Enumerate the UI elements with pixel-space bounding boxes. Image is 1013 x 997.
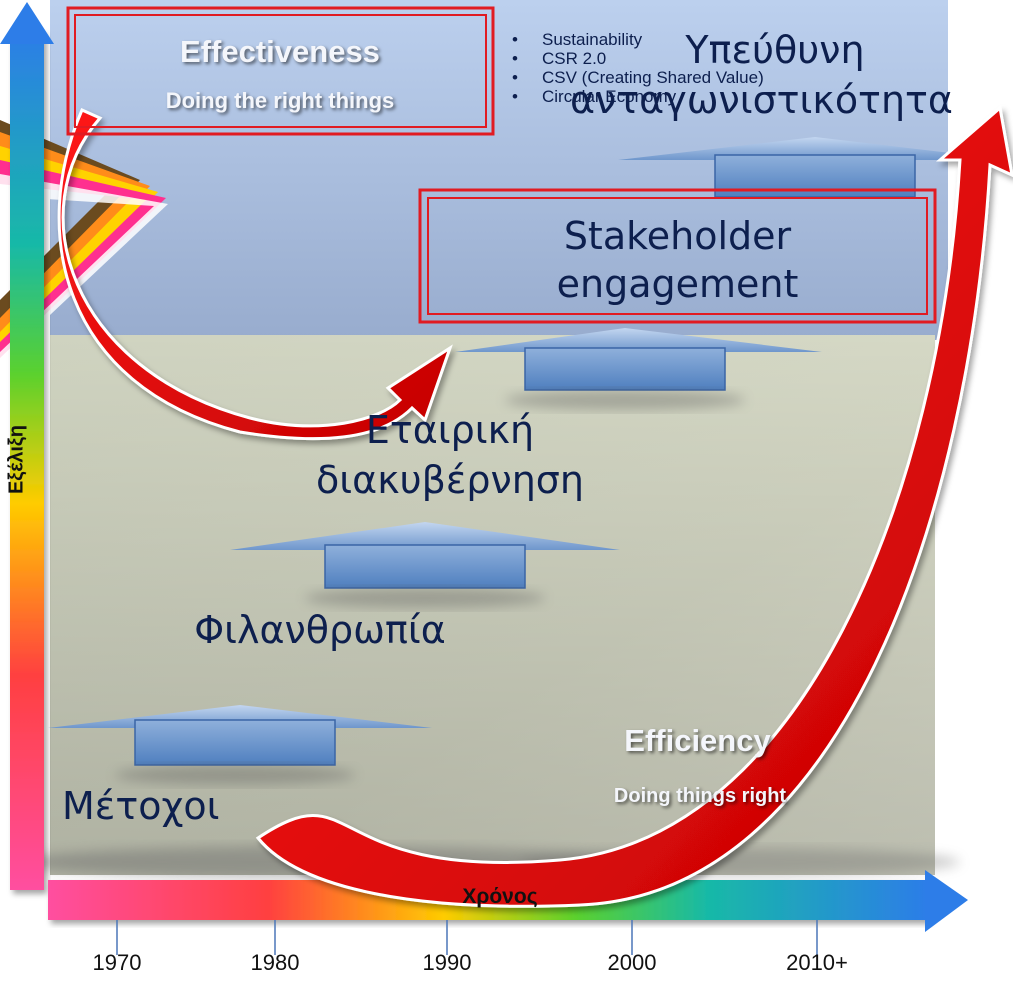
responsible-label-line1: Υπεύθυνη bbox=[685, 28, 865, 72]
step-philanthropy bbox=[230, 522, 620, 608]
year-ticks bbox=[116, 920, 818, 955]
governance-label-line1: Εταιρική bbox=[365, 408, 535, 452]
effectiveness-box-outer bbox=[66, 6, 495, 136]
stakeholder-label-line1: Stakeholder bbox=[563, 214, 792, 258]
bullet-item: CSV (Creating Shared Value) bbox=[512, 68, 764, 87]
bullet-item: Sustainability bbox=[512, 30, 764, 49]
y-axis-arrowhead bbox=[0, 2, 54, 44]
x-axis-arrowhead bbox=[925, 870, 968, 932]
y-axis-label: Εξέλιξη bbox=[5, 424, 28, 495]
efficiency-subtitle: Doing things right bbox=[613, 785, 787, 807]
shareholders-label: Μέτοχοι bbox=[62, 784, 220, 828]
effectiveness-title: Effectiveness bbox=[180, 34, 380, 69]
step-governance bbox=[455, 328, 822, 410]
stakeholder-label-line2: engagement bbox=[556, 262, 799, 306]
step-shareholders bbox=[48, 705, 432, 785]
stakeholder-box-inner bbox=[427, 197, 928, 315]
red-arrow-upper bbox=[57, 108, 453, 441]
effectiveness-box-inner bbox=[74, 14, 487, 128]
bullet-list: Sustainability CSR 2.0 CSV (Creating Sha… bbox=[512, 30, 764, 106]
year-label: 1980 bbox=[250, 950, 300, 975]
stakeholder-box-outer bbox=[418, 188, 937, 324]
year-label: 1990 bbox=[422, 950, 472, 975]
year-label: 2000 bbox=[607, 950, 657, 975]
bullet-item: Circular Economy bbox=[512, 87, 764, 106]
red-arrow-lower bbox=[255, 105, 1013, 908]
efficiency-title: Efficiency bbox=[624, 723, 771, 758]
y-axis-bar bbox=[10, 30, 44, 890]
bullet-item: CSR 2.0 bbox=[512, 49, 764, 68]
year-label: 1970 bbox=[92, 950, 142, 975]
philanthropy-label: Φιλανθρωπία bbox=[194, 608, 446, 652]
year-label: 2010+ bbox=[786, 950, 848, 975]
x-axis-label: Χρόνος bbox=[462, 885, 538, 908]
responsible-label-line2: ανταγωνιστικότητα bbox=[570, 78, 953, 122]
governance-label-line2: διακυβέρνηση bbox=[316, 458, 584, 502]
effectiveness-subtitle: Doing the right things bbox=[165, 88, 395, 113]
